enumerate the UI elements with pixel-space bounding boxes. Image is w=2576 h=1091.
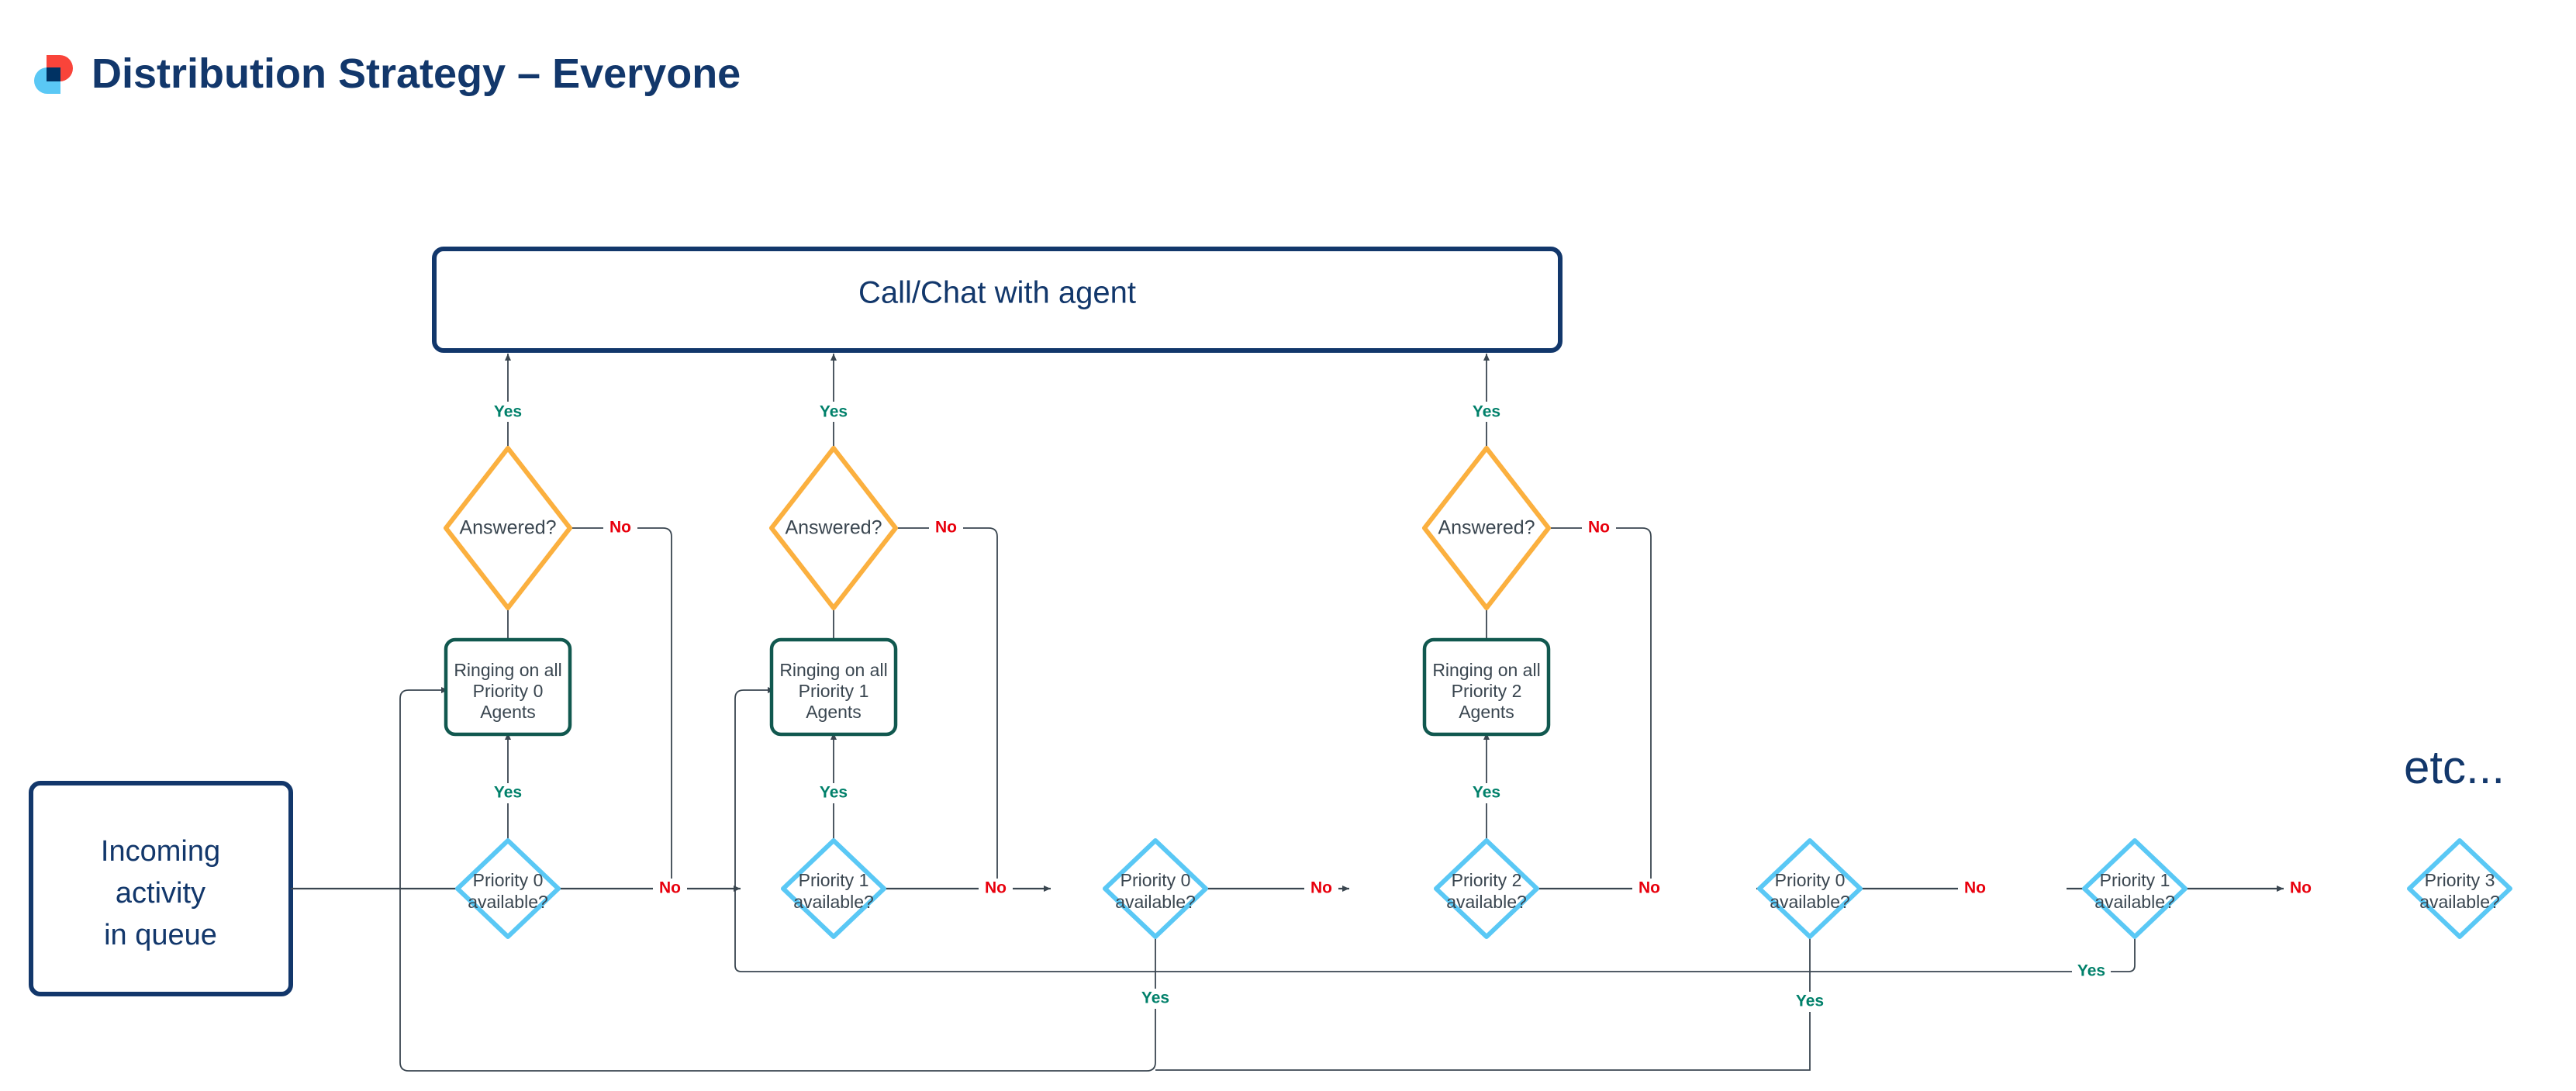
- incoming-line-1: activity: [116, 877, 205, 910]
- answered-1-label: Answered?: [459, 517, 556, 539]
- label-no-answered-3: No: [1588, 519, 1610, 537]
- label-yes-loop-1: Yes: [1141, 989, 1169, 1007]
- edge-label-group: Yes Yes Yes No No No Yes Yes Yes No No N…: [489, 402, 2318, 1012]
- node-availability-2: Priority 1 available?: [781, 838, 886, 939]
- node-availability-5: Priority 0 available?: [1757, 838, 1863, 939]
- node-availability-1: Priority 0 available?: [455, 838, 561, 939]
- label-no-spine-2: No: [985, 879, 1007, 897]
- availability-1-line-1: available?: [468, 892, 548, 912]
- node-incoming-activity: Incoming activity in queue: [29, 781, 293, 996]
- ringing-1-line-2: Agents: [806, 702, 862, 722]
- node-ringing-priority-2: Ringing on all Priority 2 Agents: [1422, 637, 1551, 737]
- page-title: Distribution Strategy – Everyone: [92, 50, 741, 97]
- label-yes-ring-3: Yes: [1473, 784, 1500, 802]
- label-yes-ring-2: Yes: [820, 784, 848, 802]
- node-ringing-priority-0: Ringing on all Priority 0 Agents: [444, 637, 572, 737]
- ringing-0-line-1: Priority 0: [473, 681, 544, 701]
- edge-d5-yes-loopback-ring0: [1155, 937, 1811, 1071]
- etc-label: etc...: [2404, 741, 2505, 793]
- edge-answered2-no: [896, 527, 998, 889]
- availability-3-line-1: available?: [1115, 892, 1196, 912]
- ringing-2-line-0: Ringing on all: [1432, 660, 1540, 680]
- label-yes-callchat-3: Yes: [1473, 403, 1500, 421]
- node-availability-6: Priority 1 available?: [2082, 838, 2188, 939]
- edge-answered1-no: [570, 527, 672, 889]
- label-yes-loop-3: Yes: [2077, 962, 2105, 980]
- call-chat-label: Call/Chat with agent: [858, 276, 1136, 310]
- node-answered-2: Answered?: [769, 446, 898, 610]
- availability-7-line-1: available?: [2419, 892, 2500, 912]
- availability-6-line-0: Priority 1: [2100, 870, 2170, 890]
- availability-3-line-0: Priority 0: [1121, 870, 1191, 890]
- edge-d3-yes-loopback-ring0: [399, 687, 1156, 1072]
- vonage-logo-icon: [31, 52, 74, 95]
- ringing-0-line-2: Agents: [480, 702, 536, 722]
- ringing-2-line-2: Agents: [1459, 702, 1514, 722]
- incoming-line-0: Incoming: [101, 835, 220, 868]
- answered-2-label: Answered?: [785, 517, 882, 539]
- ringing-1-line-1: Priority 1: [799, 681, 869, 701]
- ringing-1-line-0: Ringing on all: [779, 660, 887, 680]
- ringing-0-line-0: Ringing on all: [454, 660, 561, 680]
- edge-answered3-no: [1549, 527, 1652, 889]
- label-no-spine-1: No: [659, 879, 681, 897]
- label-no-spine-3: No: [1310, 879, 1332, 897]
- edge-d6-yes-loopback-ring1: [734, 687, 2136, 972]
- node-call-chat-with-agent: Call/Chat with agent: [432, 247, 1563, 353]
- availability-5-line-1: available?: [1770, 892, 1850, 912]
- page-header: Distribution Strategy – Everyone: [0, 0, 2576, 147]
- answered-3-label: Answered?: [1438, 517, 1535, 539]
- availability-6-line-1: available?: [2094, 892, 2175, 912]
- availability-2-line-1: available?: [793, 892, 874, 912]
- availability-4-line-0: Priority 2: [1452, 870, 1522, 890]
- availability-7-line-0: Priority 3: [2425, 870, 2495, 890]
- availability-5-line-0: Priority 0: [1775, 870, 1846, 890]
- label-no-spine-4: No: [1638, 879, 1660, 897]
- node-answered-3: Answered?: [1422, 446, 1551, 610]
- ringing-2-line-1: Priority 2: [1452, 681, 1522, 701]
- node-availability-3: Priority 0 available?: [1103, 838, 1208, 939]
- availability-1-line-0: Priority 0: [473, 870, 544, 890]
- node-availability-7: Priority 3 available?: [2407, 838, 2512, 939]
- label-yes-callchat-2: Yes: [820, 403, 848, 421]
- label-no-answered-1: No: [609, 519, 631, 537]
- node-ringing-priority-1: Ringing on all Priority 1 Agents: [769, 637, 898, 737]
- logo-navy-shape: [47, 67, 60, 81]
- label-no-spine-6: No: [2290, 879, 2312, 897]
- availability-4-line-1: available?: [1446, 892, 1527, 912]
- label-yes-callchat-1: Yes: [494, 403, 522, 421]
- label-yes-ring-1: Yes: [494, 784, 522, 802]
- label-no-answered-2: No: [935, 519, 957, 537]
- node-availability-4: Priority 2 available?: [1434, 838, 1539, 939]
- availability-2-line-0: Priority 1: [799, 870, 869, 890]
- label-yes-loop-2: Yes: [1796, 993, 1824, 1010]
- incoming-line-2: in queue: [104, 919, 217, 951]
- node-answered-1: Answered?: [444, 446, 572, 610]
- label-no-spine-5: No: [1964, 879, 1986, 897]
